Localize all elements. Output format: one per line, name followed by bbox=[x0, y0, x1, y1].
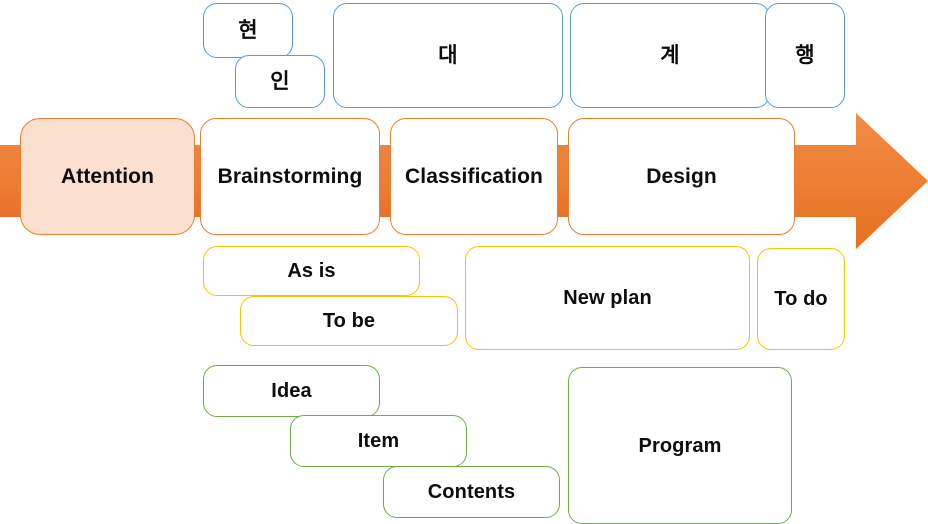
process-step-design-label: Design bbox=[646, 164, 717, 188]
plan-box-as-is[interactable]: As is bbox=[203, 246, 420, 296]
output-box-contents-label: Contents bbox=[427, 481, 516, 503]
plan-box-to-do-label: To do bbox=[774, 288, 828, 310]
output-box-idea-label: Idea bbox=[271, 380, 312, 402]
plan-box-to-do[interactable]: To do bbox=[757, 248, 845, 350]
output-box-contents[interactable]: Contents bbox=[383, 466, 560, 518]
korean-box-hyeon[interactable]: 현 bbox=[203, 3, 293, 58]
plan-box-to-be[interactable]: To be bbox=[240, 296, 458, 346]
korean-box-dae[interactable]: 대 bbox=[333, 3, 563, 108]
process-step-attention-label: Attention bbox=[60, 164, 155, 188]
process-step-classification[interactable]: Classification bbox=[390, 118, 558, 235]
output-box-idea[interactable]: Idea bbox=[203, 365, 380, 417]
arrow-shape bbox=[794, 113, 928, 249]
plan-box-to-be-label: To be bbox=[322, 310, 376, 332]
process-step-design[interactable]: Design bbox=[568, 118, 795, 235]
korean-box-dae-label: 대 bbox=[438, 43, 458, 67]
output-box-item[interactable]: Item bbox=[290, 415, 467, 467]
process-step-attention[interactable]: Attention bbox=[20, 118, 195, 235]
process-step-brainstorming-label: Brainstorming bbox=[217, 164, 363, 188]
korean-box-gye[interactable]: 계 bbox=[570, 3, 770, 108]
process-arrow-head bbox=[794, 113, 928, 249]
process-step-classification-label: Classification bbox=[405, 164, 543, 188]
plan-box-as-is-label: As is bbox=[287, 260, 336, 282]
korean-box-in-label: 인 bbox=[270, 69, 290, 93]
korean-box-haeng[interactable]: 행 bbox=[765, 3, 845, 108]
process-step-brainstorming[interactable]: Brainstorming bbox=[200, 118, 380, 235]
output-box-program[interactable]: Program bbox=[568, 367, 792, 524]
plan-box-new-plan-label: New plan bbox=[563, 287, 652, 309]
korean-box-haeng-label: 행 bbox=[795, 43, 815, 67]
output-box-item-label: Item bbox=[357, 430, 400, 452]
korean-box-in[interactable]: 인 bbox=[235, 55, 325, 108]
korean-box-hyeon-label: 현 bbox=[238, 18, 258, 42]
korean-box-gye-label: 계 bbox=[660, 43, 680, 67]
output-box-program-label: Program bbox=[638, 434, 722, 457]
plan-box-new-plan[interactable]: New plan bbox=[465, 246, 750, 350]
